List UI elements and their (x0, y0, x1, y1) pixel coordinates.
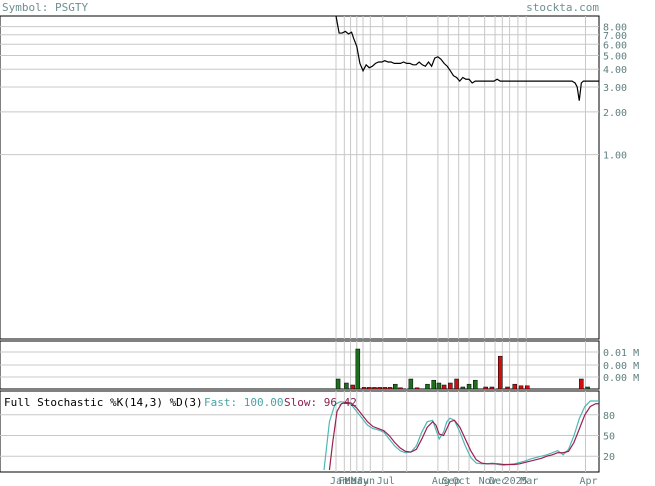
volume-bar (579, 378, 584, 390)
price-line (335, 15, 599, 101)
volume-bar (431, 379, 436, 390)
x-tick-label: Mar (345, 476, 363, 486)
volume-bar (367, 387, 372, 390)
volume-bar (377, 387, 382, 390)
stoch-fast-line (323, 400, 599, 471)
x-tick-label: Jan (330, 476, 348, 486)
x-tick-label: Dec (489, 476, 507, 486)
price-tick-label: 6.00 (603, 40, 627, 51)
volume-bar (436, 382, 442, 390)
volume-bar (441, 384, 447, 390)
volume-bar (350, 384, 355, 390)
axis-labels-layer: 1.00 2.00 3.00 4.00 5.006.007.008.00 0.01 M 0.… (330, 23, 639, 486)
volume-bar (398, 387, 403, 390)
x-tick-label: Jul (377, 476, 395, 486)
x-tick-label: Jun (357, 476, 375, 486)
price-tick-label: 4.00 (603, 65, 627, 76)
volume-bar (335, 378, 341, 390)
stoch-tick-label: 50 (603, 432, 615, 443)
volume-bar (414, 387, 420, 390)
x-tick-label: Apr (579, 476, 597, 486)
stochastic-title: Full Stochastic %K(14,3) %D(3) (4, 396, 203, 409)
volume-bar (382, 387, 388, 390)
stochastic-panel-frame (0, 390, 600, 473)
x-tick-label: Nov (479, 476, 497, 486)
volume-bar (361, 387, 367, 390)
volume-bar (497, 355, 503, 390)
volume-bar (344, 382, 349, 390)
volume-bar (372, 387, 377, 390)
price-tick-label: 2.00 (603, 108, 627, 119)
volume-bar (585, 386, 590, 390)
volume-bar (454, 378, 459, 390)
x-tick-label: 2025 (504, 476, 528, 486)
price-tick-label: 5.00 (603, 52, 627, 63)
stoch-tick-label: 20 (603, 452, 615, 463)
volume-bar (425, 383, 430, 390)
stochastic-layer (323, 400, 599, 471)
stoch-slow-line (328, 401, 599, 471)
x-tick-label: Mar (520, 476, 538, 486)
volume-bar (393, 383, 398, 390)
volume-bar (489, 386, 495, 390)
price-layer (335, 15, 599, 101)
price-tick-label: 8.00 (603, 23, 627, 34)
volume-tick-label: 0.00 M (603, 361, 639, 372)
volume-tick-label: 0.01 M (603, 348, 639, 359)
volume-bar (505, 386, 510, 390)
x-tick-label: May (351, 476, 369, 486)
volume-bar (387, 387, 393, 390)
volume-tick-label: 0.00 M (603, 373, 639, 384)
stochastic-slow-label: Slow: 96.42 (284, 396, 357, 409)
price-tick-label: 3.00 (603, 83, 627, 94)
volume-bar (355, 348, 361, 390)
volume-bar (525, 385, 530, 390)
price-tick-label: 7.00 (603, 31, 627, 42)
x-tick-label: Oct (453, 476, 471, 486)
price-panel-frame (0, 15, 600, 340)
stoch-tick-label: 80 (603, 411, 615, 422)
site-label: stockta.com (526, 1, 599, 14)
grid-layer (0, 16, 599, 472)
volume-bar (473, 379, 478, 390)
stochastic-fast-label: Fast: 100.00 (204, 396, 283, 409)
volume-bar (483, 386, 488, 390)
volume-bar (408, 378, 414, 390)
volume-bar (518, 385, 524, 390)
symbol-label: Symbol: PSGTY (2, 1, 88, 14)
x-tick-label: Feb (338, 476, 356, 486)
volume-bar (460, 386, 466, 390)
x-tick-label: Aug (432, 476, 450, 486)
volume-bar (448, 382, 453, 390)
volume-bar (512, 383, 518, 390)
volume-layer (335, 348, 590, 390)
price-tick-label: 1.00 (603, 151, 627, 162)
x-tick-label: Sep (442, 476, 460, 486)
volume-bar (466, 383, 472, 390)
